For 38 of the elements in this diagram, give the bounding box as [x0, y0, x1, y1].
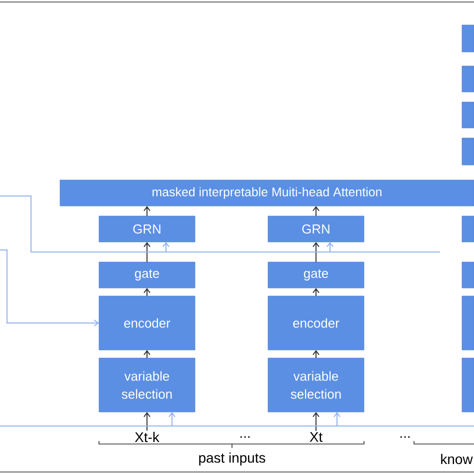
arrow: [144, 350, 150, 358]
input-label: Xt: [310, 432, 322, 442]
group-label: past inputs: [199, 452, 266, 466]
arrow: [312, 242, 320, 262]
process-box: encoder: [98, 296, 196, 350]
arrow: [144, 288, 150, 296]
arrow: [220, 242, 440, 252]
ellipsis: ...: [240, 436, 250, 438]
input-label: Xt-k: [134, 432, 160, 442]
process-box: gate: [98, 262, 196, 288]
process-box: [462, 296, 474, 350]
process-box: GRN: [98, 216, 196, 242]
arrow: [312, 412, 320, 432]
process-box: [462, 216, 474, 242]
arrow: [0, 196, 220, 252]
arrow: [312, 288, 320, 296]
arrow: [144, 412, 150, 432]
arrow: [144, 242, 150, 262]
arrow: [144, 206, 150, 216]
process-box: GRN: [268, 216, 364, 242]
process-box: [462, 66, 474, 92]
process-box: gate: [268, 262, 364, 288]
process-box: [462, 102, 474, 128]
arrow: [230, 412, 474, 426]
process-box: [462, 138, 474, 166]
arrow: [0, 250, 99, 326]
process-box: variable selection: [268, 358, 364, 412]
arrow: [312, 206, 320, 216]
process-box: [462, 358, 474, 412]
arrow: [0, 412, 230, 426]
attention-bar: masked interpretable Muiti-head Attention: [60, 180, 474, 206]
group-label: know: [441, 454, 473, 464]
process-box: variable selection: [98, 358, 196, 412]
arrow: [312, 350, 320, 358]
process-box: encoder: [268, 296, 364, 350]
process-box: [462, 262, 474, 288]
ellipsis: ...: [400, 436, 410, 438]
process-box: [462, 24, 474, 52]
